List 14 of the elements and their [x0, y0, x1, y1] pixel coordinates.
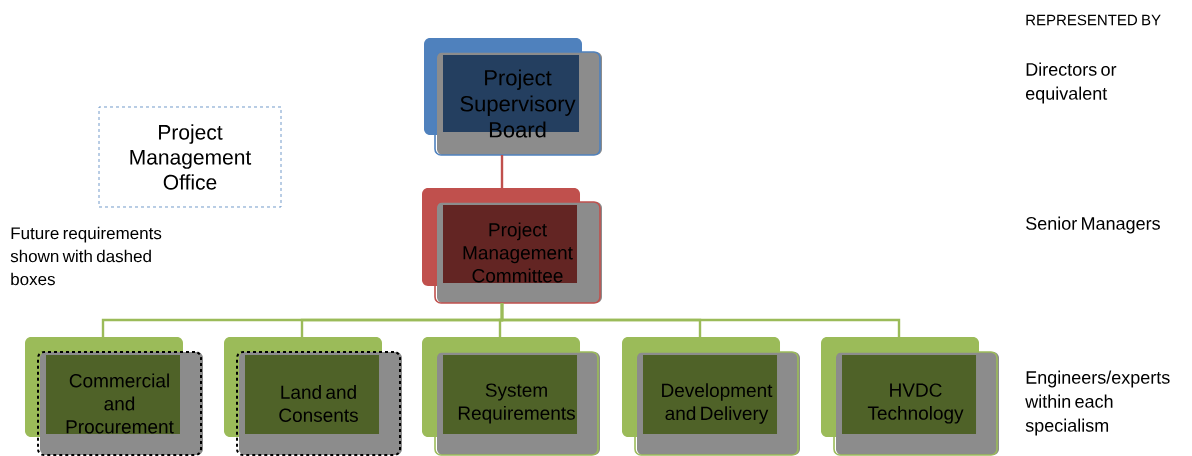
org-card: System Requirements [422, 337, 600, 456]
annotation-text: Senior Managers [1026, 216, 1160, 234]
org-card: Project Management Committee [422, 188, 602, 304]
org-card: Land and Consents [224, 337, 402, 456]
annotation-text: Engineers/experts within each specialism [1025, 370, 1170, 436]
org-card: Development and Delivery [622, 337, 800, 456]
annotation-text: Future requirements shown with dashed boxes [10, 226, 162, 286]
annotation-text: REPRESENTED BY [1026, 14, 1161, 26]
connector [500, 303, 901, 337]
office-box: Project Management Office [98, 106, 282, 208]
org-card: Commercial and Procurement [25, 337, 203, 456]
org-card: HVDC Technology [821, 337, 999, 456]
annotation-text: Directors or equivalent [1026, 62, 1117, 104]
connector [500, 155, 504, 188]
